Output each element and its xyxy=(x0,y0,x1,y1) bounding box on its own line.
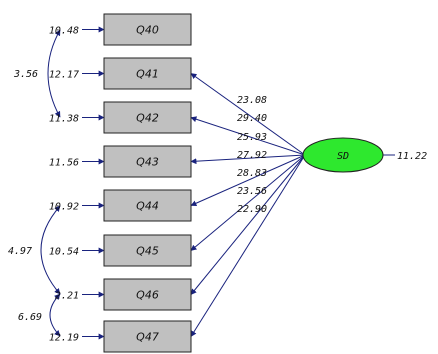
indicator-label-q42: Q42 xyxy=(136,112,159,125)
loading-value-q42: 29.40 xyxy=(237,113,267,124)
loading-arrow-q44 xyxy=(190,154,306,207)
boxes-layer xyxy=(103,13,384,353)
covariance-arrow-q40-q42 xyxy=(47,29,61,118)
error-variance-q47: 12.19 xyxy=(49,333,79,344)
loading-value-q46: 23.56 xyxy=(237,186,267,197)
error-variance-q44: 10.92 xyxy=(49,202,79,213)
error-variance-q45: 10.54 xyxy=(49,247,79,258)
loading-arrow-q42 xyxy=(190,116,306,156)
latent-ellipse-sd xyxy=(302,137,384,173)
indicator-box-q46 xyxy=(103,278,192,311)
indicator-box-q45 xyxy=(103,234,192,267)
loading-value-q43: 25.93 xyxy=(237,132,267,143)
covariance-value-q44-q46: 4.97 xyxy=(8,246,32,257)
indicator-label-q46: Q46 xyxy=(136,289,159,302)
covariance-arrow-q44-q46 xyxy=(40,205,61,295)
indicator-box-q41 xyxy=(103,57,192,90)
loading-arrow-q43 xyxy=(190,154,306,165)
error-variance-q43: 11.56 xyxy=(49,158,79,169)
indicator-box-q43 xyxy=(103,145,192,178)
latent-error-variance: 11.22 xyxy=(397,151,427,162)
loading-value-q44: 27.92 xyxy=(237,150,267,161)
indicator-box-q40 xyxy=(103,13,192,46)
indicator-label-q47: Q47 xyxy=(136,331,159,344)
error-variance-q42: 11.38 xyxy=(49,114,79,125)
indicator-box-q44 xyxy=(103,189,192,222)
loading-arrow-q41 xyxy=(190,73,306,156)
indicator-label-q43: Q43 xyxy=(136,156,159,169)
indicator-label-q44: Q44 xyxy=(136,200,159,213)
loading-value-q47: 22.90 xyxy=(237,204,267,215)
covariance-value-q46-q47: 6.69 xyxy=(18,312,42,323)
indicator-box-q47 xyxy=(103,320,192,353)
indicator-label-q41: Q41 xyxy=(136,68,159,81)
indicator-label-q40: Q40 xyxy=(136,24,159,37)
error-variance-q40: 10.48 xyxy=(49,26,79,37)
loading-arrow-q47 xyxy=(190,154,306,338)
loading-value-q41: 23.08 xyxy=(237,95,267,106)
error-variance-q46: 2.21 xyxy=(55,291,79,302)
latent-label-sd: SD xyxy=(337,151,349,162)
indicator-box-q42 xyxy=(103,101,192,134)
covariance-arrow-q46-q47 xyxy=(49,293,61,337)
indicator-label-q45: Q45 xyxy=(136,245,159,258)
paths-layer xyxy=(40,26,395,340)
error-variance-q41: 12.17 xyxy=(49,70,79,81)
covariance-value-q40-q42: 3.56 xyxy=(13,69,38,80)
loading-arrow-q46 xyxy=(190,154,306,295)
loading-arrow-q45 xyxy=(190,154,306,251)
loading-value-q45: 28.83 xyxy=(237,168,267,179)
